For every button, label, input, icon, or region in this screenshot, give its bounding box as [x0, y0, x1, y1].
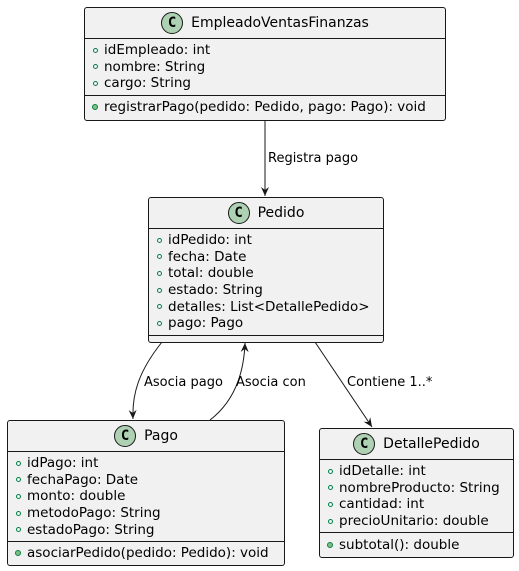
- attribute-row: fechaPago: Date: [14, 472, 284, 489]
- attribute-row: idPago: int: [14, 455, 284, 472]
- public-visibility-icon: [326, 501, 334, 507]
- edge-contiene: [314, 341, 373, 428]
- attribute-row: pago: Pago: [155, 315, 383, 332]
- class-icon: C: [353, 433, 376, 455]
- attribute-row: cargo: String: [91, 75, 445, 92]
- public-visibility-icon: [326, 468, 334, 474]
- public-visibility-icon: [155, 270, 163, 276]
- public-method-icon: [326, 541, 334, 548]
- public-visibility-icon: [155, 304, 163, 310]
- attribute-row: estadoPago: String: [14, 521, 284, 538]
- attribute-row: idPedido: int: [155, 232, 383, 249]
- method-row: registrarPago(pedido: Pedido, pago: Pago…: [91, 99, 445, 116]
- methods-section: asociarPedido(pedido: Pedido): void: [8, 540, 284, 565]
- class-icon: C: [114, 425, 137, 447]
- public-visibility-icon: [155, 287, 163, 293]
- public-visibility-icon: [326, 518, 334, 524]
- attribute-row: monto: double: [14, 488, 284, 505]
- attribute-row: fecha: Date: [155, 249, 383, 266]
- public-visibility-icon: [91, 64, 99, 70]
- class-pago[interactable]: C Pago idPago: int fechaPago: Date monto…: [7, 420, 285, 566]
- class-header: C Pago: [8, 421, 284, 452]
- edge-label-asocia-con: Asocia con: [236, 375, 306, 390]
- public-visibility-icon: [155, 254, 163, 260]
- class-empleado-ventas-finanzas[interactable]: C EmpleadoVentasFinanzas idEmpleado: int…: [84, 7, 446, 121]
- attributes-section: idDetalle: int nombreProducto: String ca…: [320, 460, 513, 532]
- public-visibility-icon: [155, 320, 163, 326]
- public-visibility-icon: [14, 493, 22, 499]
- class-name: Pago: [144, 428, 178, 444]
- attribute-row: nombreProducto: String: [326, 480, 513, 497]
- class-name: EmpleadoVentasFinanzas: [191, 15, 369, 31]
- class-header: C EmpleadoVentasFinanzas: [85, 8, 445, 39]
- edge-label-contiene: Contiene 1..*: [347, 375, 433, 390]
- class-detalle-pedido[interactable]: C DetallePedido idDetalle: int nombrePro…: [319, 428, 514, 558]
- method-row: subtotal(): double: [326, 536, 513, 553]
- attributes-section: idPago: int fechaPago: Date monto: doubl…: [8, 452, 284, 541]
- class-name: Pedido: [257, 205, 305, 221]
- attribute-row: precioUnitario: double: [326, 513, 513, 530]
- edge-asocia-con: [209, 342, 249, 421]
- attribute-row: estado: String: [155, 282, 383, 299]
- attribute-row: cantidad: int: [326, 496, 513, 513]
- public-visibility-icon: [14, 477, 22, 483]
- class-name: DetallePedido: [383, 436, 480, 452]
- class-pedido[interactable]: C Pedido idPedido: int fecha: Date total…: [148, 197, 384, 343]
- class-header: C Pedido: [149, 198, 383, 229]
- public-visibility-icon: [155, 237, 163, 243]
- public-visibility-icon: [14, 460, 22, 466]
- attribute-row: metodoPago: String: [14, 505, 284, 522]
- class-icon: C: [227, 202, 250, 224]
- attributes-section: idPedido: int fecha: Date total: double …: [149, 229, 383, 335]
- methods-section: registrarPago(pedido: Pedido, pago: Pago…: [85, 94, 445, 119]
- methods-section: subtotal(): double: [320, 532, 513, 556]
- attribute-row: idEmpleado: int: [91, 42, 445, 59]
- public-visibility-icon: [91, 47, 99, 53]
- attribute-row: total: double: [155, 265, 383, 282]
- method-row: asociarPedido(pedido: Pedido): void: [14, 545, 284, 562]
- public-visibility-icon: [326, 485, 334, 491]
- attribute-row: detalles: List<DetallePedido>: [155, 298, 383, 315]
- class-header: C DetallePedido: [320, 429, 513, 460]
- methods-section: [149, 334, 383, 344]
- public-visibility-icon: [14, 510, 22, 516]
- class-icon: C: [161, 12, 184, 34]
- public-method-icon: [91, 104, 99, 111]
- edge-label-asocia-pago: Asocia pago: [144, 375, 223, 390]
- attributes-section: idEmpleado: int nombre: String cargo: St…: [85, 39, 445, 95]
- public-visibility-icon: [14, 527, 22, 533]
- attribute-row: idDetalle: int: [326, 463, 513, 480]
- edge-label-registra-pago: Registra pago: [268, 151, 359, 166]
- edge-asocia-pago: [128, 341, 163, 420]
- public-method-icon: [14, 550, 22, 557]
- attribute-row: nombre: String: [91, 59, 445, 76]
- public-visibility-icon: [91, 80, 99, 86]
